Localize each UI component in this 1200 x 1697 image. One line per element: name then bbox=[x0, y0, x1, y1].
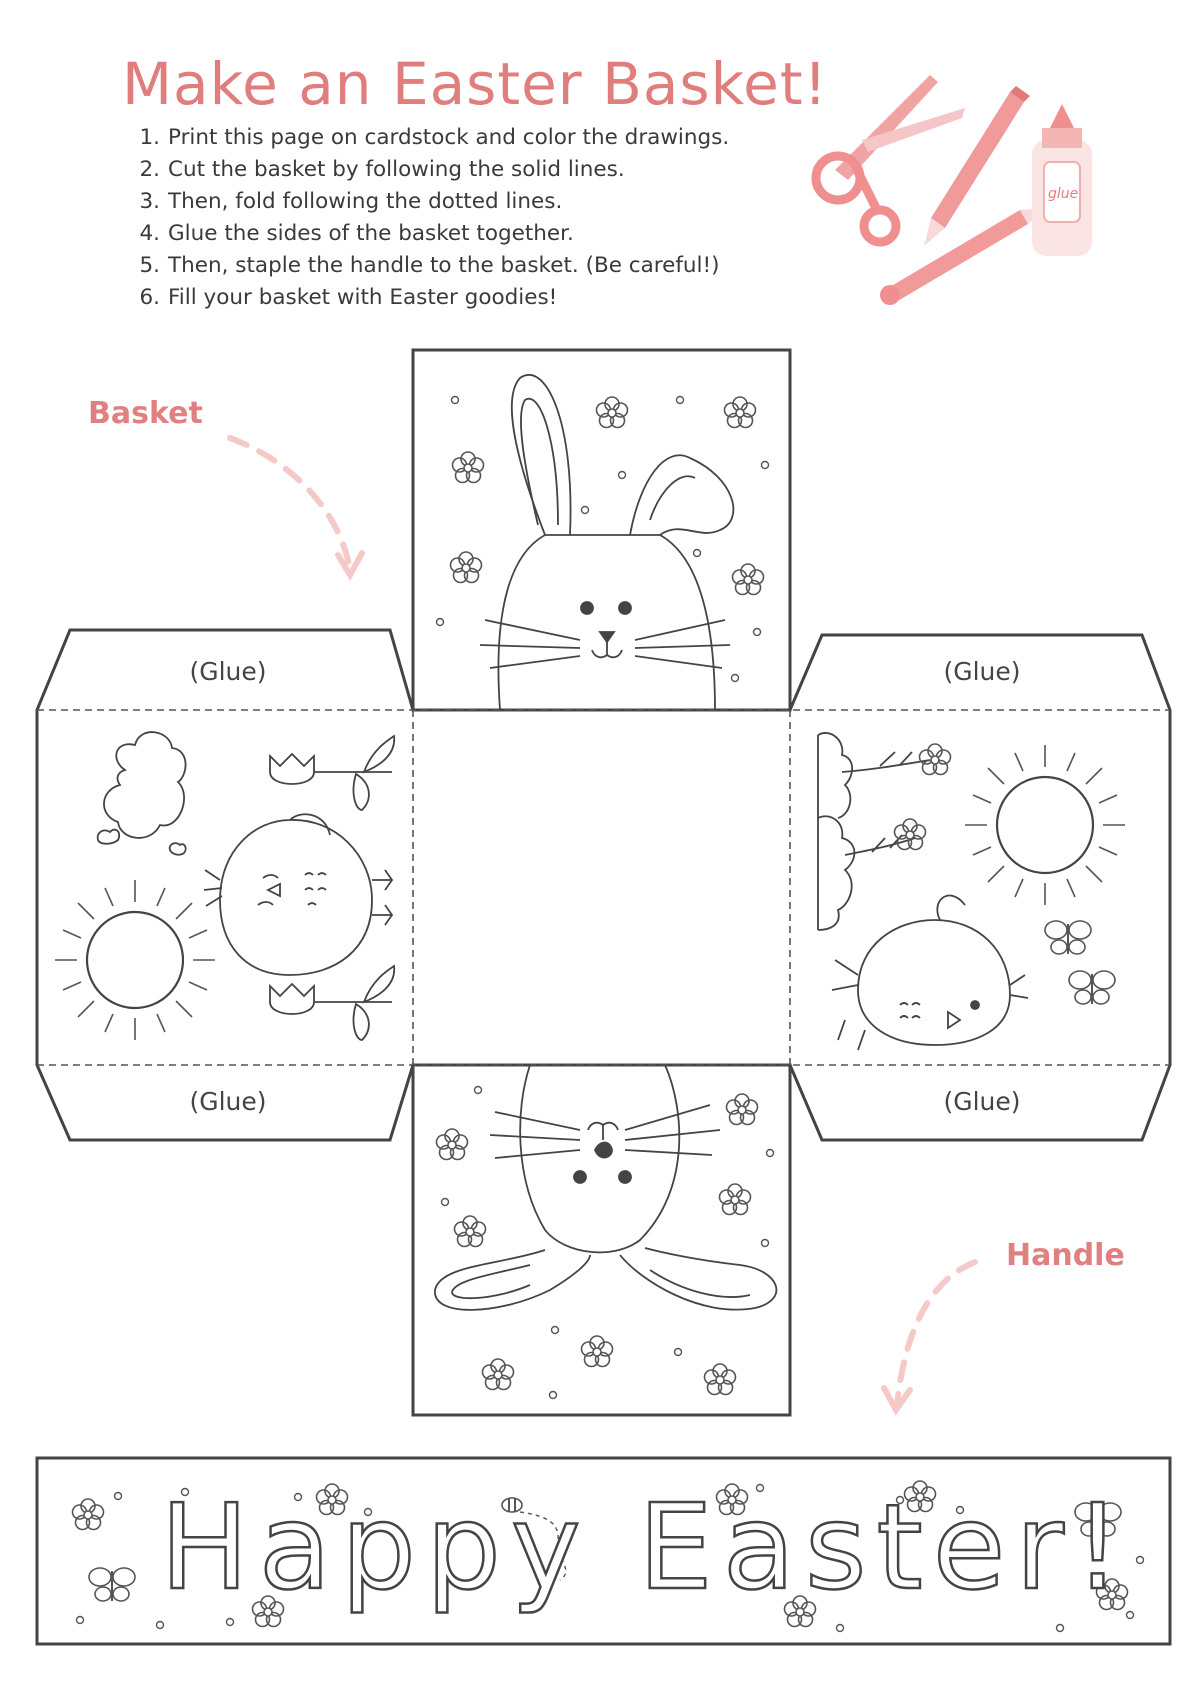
glue-tab-label: (Glue) bbox=[189, 657, 266, 686]
instruction-step: 4.Glue the sides of the basket together. bbox=[139, 221, 574, 246]
instruction-step: 6.Fill your basket with Easter goodies! bbox=[139, 285, 558, 310]
bee-icon bbox=[501, 1497, 567, 1581]
glue-bottle-icon: glue bbox=[1032, 104, 1092, 256]
bunny-drawing-inverted bbox=[434, 1064, 778, 1311]
basket-arrow bbox=[227, 435, 353, 573]
glue-bottle-label: glue bbox=[1048, 186, 1078, 202]
glue-tab-label: (Glue) bbox=[943, 1087, 1020, 1116]
instructions-list: 1.Print this page on cardstock and color… bbox=[128, 122, 729, 314]
scissors-icon bbox=[811, 75, 965, 247]
instruction-step: 3.Then, fold following the dotted lines. bbox=[139, 189, 563, 214]
right-panel-drawing bbox=[817, 732, 1029, 1051]
left-panel-drawing bbox=[96, 731, 394, 976]
instruction-step: 2.Cut the basket by following the solid … bbox=[139, 157, 625, 182]
handle-label: Handle bbox=[1006, 1238, 1125, 1273]
basket-fold-lines bbox=[37, 709, 1170, 1066]
pencil-icon bbox=[924, 86, 1030, 246]
page-title: Make an Easter Basket! bbox=[122, 50, 828, 118]
instruction-step: 5.Then, staple the handle to the basket.… bbox=[139, 253, 720, 278]
basket-cut-lines bbox=[35, 348, 1172, 1417]
bunny-drawing bbox=[479, 374, 735, 711]
handle-arrow bbox=[894, 1259, 978, 1408]
instruction-step: 1.Print this page on cardstock and color… bbox=[139, 125, 730, 150]
glue-tab-label: (Glue) bbox=[189, 1087, 266, 1116]
glue-tab-label: (Glue) bbox=[943, 657, 1020, 686]
handle-strip bbox=[35, 1456, 1172, 1646]
handle-greeting: Happy Easter! bbox=[159, 1477, 1132, 1618]
basket-label: Basket bbox=[88, 396, 203, 431]
pencil-icon bbox=[880, 208, 1046, 305]
